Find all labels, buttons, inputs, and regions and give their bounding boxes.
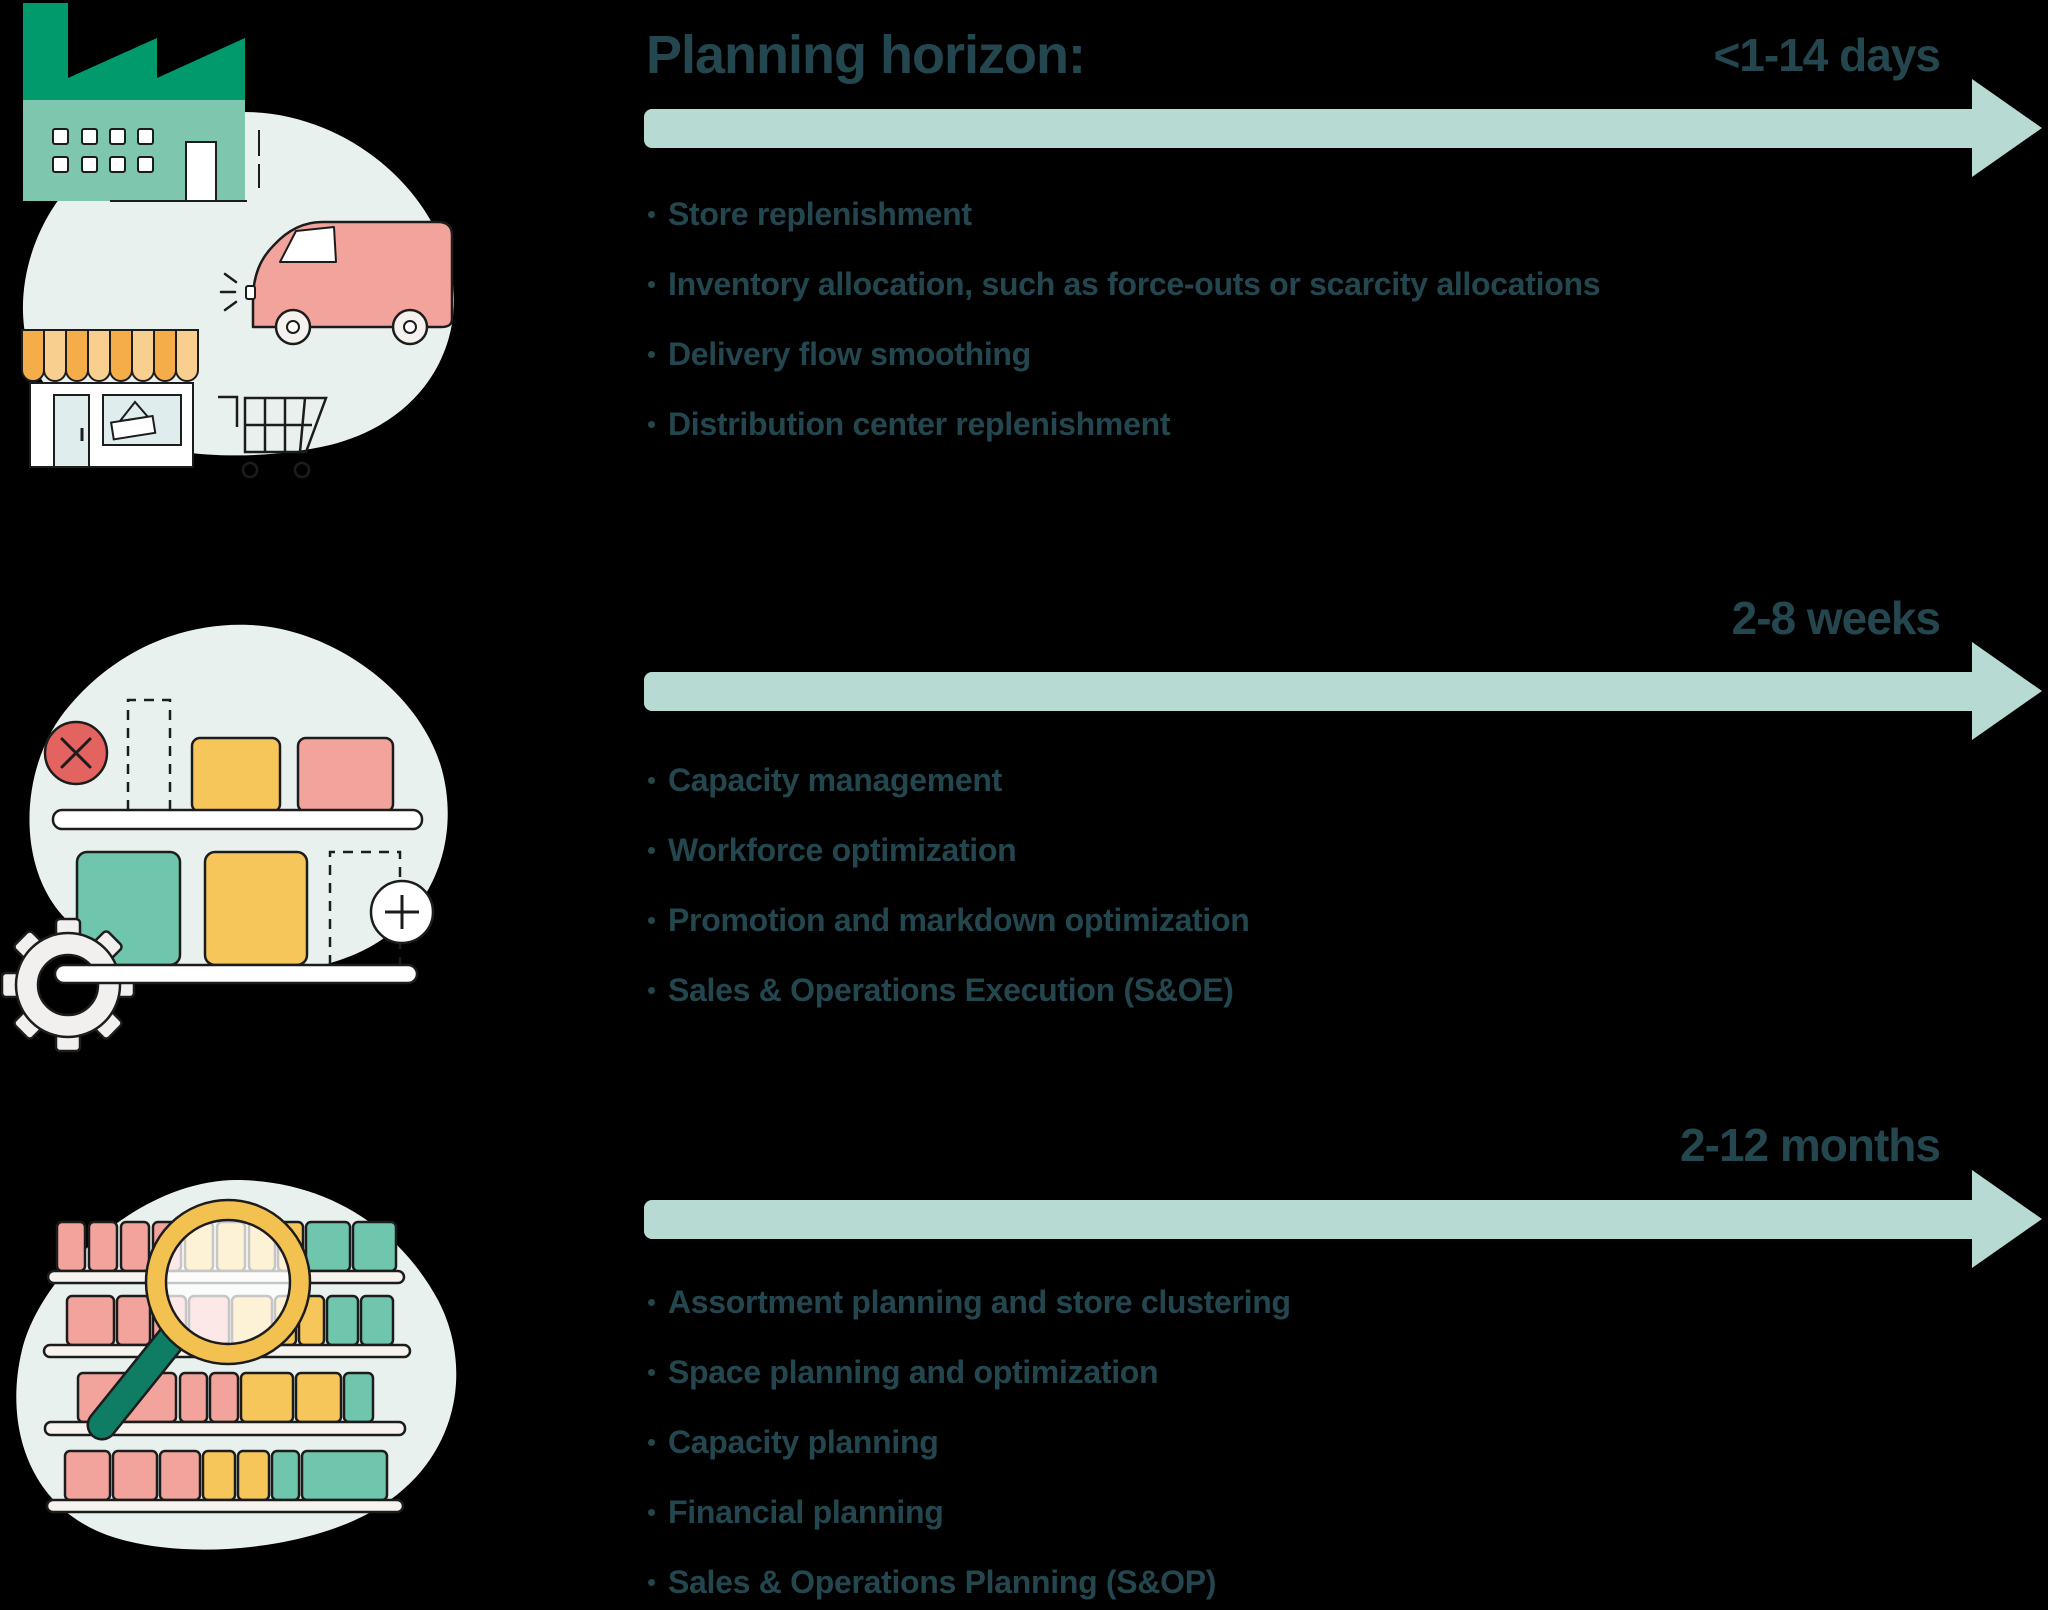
bullet-text: Space planning and optimization [668, 1353, 1159, 1390]
shelf-bar [43, 1420, 407, 1437]
bullet-item: Assortment planning and store clustering [648, 1267, 1291, 1337]
shelf-magnifier-illustration [16, 1179, 457, 1550]
magnifier-icon [86, 1198, 312, 1441]
timeline-arrowhead-long-term [1972, 1170, 2042, 1268]
factory-door [185, 141, 217, 202]
bullet-text: Store replenishment [668, 195, 972, 232]
shelf-bar [45, 1498, 405, 1514]
bullet-item: Distribution center replenishment [648, 389, 1600, 459]
timeline-arrowhead-short-term [1972, 79, 2042, 177]
van-speed-lines [219, 272, 238, 312]
shelf-bar [51, 808, 424, 831]
bullet-item: Store replenishment [648, 179, 1600, 249]
bullet-item: Financial planning [648, 1477, 1291, 1547]
bullet-text: Financial planning [668, 1493, 944, 1530]
bullet-dot [648, 846, 655, 854]
bullet-item: Workforce optimization [648, 815, 1250, 885]
bullet-dot [648, 350, 655, 358]
bullet-dot [648, 1438, 655, 1446]
yellow-box [190, 736, 282, 814]
bullet-item: Promotion and markdown optimization [648, 885, 1250, 955]
timeline-arrow-bar-mid-term [644, 672, 1972, 711]
bullet-dot [648, 1508, 655, 1516]
bullet-dot [648, 210, 655, 218]
bullet-item: Sales & Operations Planning (S&OP) [648, 1547, 1291, 1610]
bullet-dot [648, 776, 655, 784]
factory-roof [23, 3, 245, 103]
van-wheels [274, 308, 429, 346]
factory-icon [23, 3, 260, 202]
red-x-icon [43, 720, 109, 786]
bullet-item: Capacity planning [648, 1407, 1291, 1477]
bullet-item: Capacity management [648, 745, 1250, 815]
gear-icon [0, 917, 136, 1053]
shelf-row [43, 1371, 407, 1437]
bullet-item: Space planning and optimization [648, 1337, 1291, 1407]
shelf-planning-gear-illustration [0, 624, 448, 1053]
bullet-item: Delivery flow smoothing [648, 319, 1600, 389]
plus-icon [369, 879, 435, 945]
bullet-list-long-term: Assortment planning and store clustering… [648, 1267, 1291, 1610]
van-headlight [245, 285, 256, 300]
bullet-list-short-term: Store replenishment Inventory allocation… [648, 179, 1601, 459]
bullet-text: Capacity planning [668, 1423, 939, 1460]
bullet-text: Delivery flow smoothing [668, 335, 1031, 372]
bullet-dot [648, 986, 655, 994]
factory-windows [52, 128, 154, 173]
timeline-arrow-bar-long-term [644, 1200, 1972, 1239]
store-door [53, 394, 90, 468]
shelf-bar [53, 963, 419, 985]
bullet-dot [648, 420, 655, 428]
yellow-box [203, 850, 309, 967]
horizon-label-short-term: <1-14 days [1713, 29, 1941, 81]
bullet-item: Inventory allocation, such as force-outs… [648, 249, 1601, 319]
shopping-cart-icon [218, 395, 328, 479]
bullet-text: Sales & Operations Execution (S&OE) [668, 971, 1234, 1008]
timeline-arrowhead-mid-term [1972, 642, 2042, 740]
store-icon [21, 329, 199, 468]
store-awning [21, 329, 199, 382]
pink-box [296, 736, 395, 814]
bullet-dot [648, 1578, 655, 1586]
van-window [279, 226, 337, 263]
bullet-item: Sales & Operations Execution (S&OE) [648, 955, 1250, 1025]
bullet-dot [648, 1298, 655, 1306]
bullet-text: Promotion and markdown optimization [668, 901, 1250, 938]
bullet-text: Capacity management [668, 761, 1002, 798]
timeline-arrow-bar-short-term [644, 109, 1972, 148]
bullet-list-mid-term: Capacity management Workforce optimizati… [648, 745, 1250, 1025]
horizon-label-mid-term: 2-8 weeks [1731, 592, 1941, 644]
bullet-text: Distribution center replenishment [668, 405, 1171, 442]
bullet-dot [648, 1368, 655, 1376]
planning-horizon-heading: Planning horizon: [646, 25, 1086, 85]
bullet-dot [648, 280, 655, 288]
shelf-row [45, 1449, 405, 1514]
bullet-dot [648, 916, 655, 924]
factory-van-store-illustration [21, 3, 454, 479]
horizon-label-long-term: 2-12 months [1680, 1119, 1941, 1171]
dashed-slot [126, 698, 172, 810]
bullet-text: Sales & Operations Planning (S&OP) [668, 1563, 1217, 1600]
bullet-text: Assortment planning and store clustering [668, 1283, 1291, 1320]
magnifier-lens [166, 1220, 290, 1344]
bullet-text: Workforce optimization [668, 831, 1017, 868]
delivery-van-icon [219, 220, 454, 346]
bullet-text: Inventory allocation, such as force-outs… [668, 265, 1601, 302]
